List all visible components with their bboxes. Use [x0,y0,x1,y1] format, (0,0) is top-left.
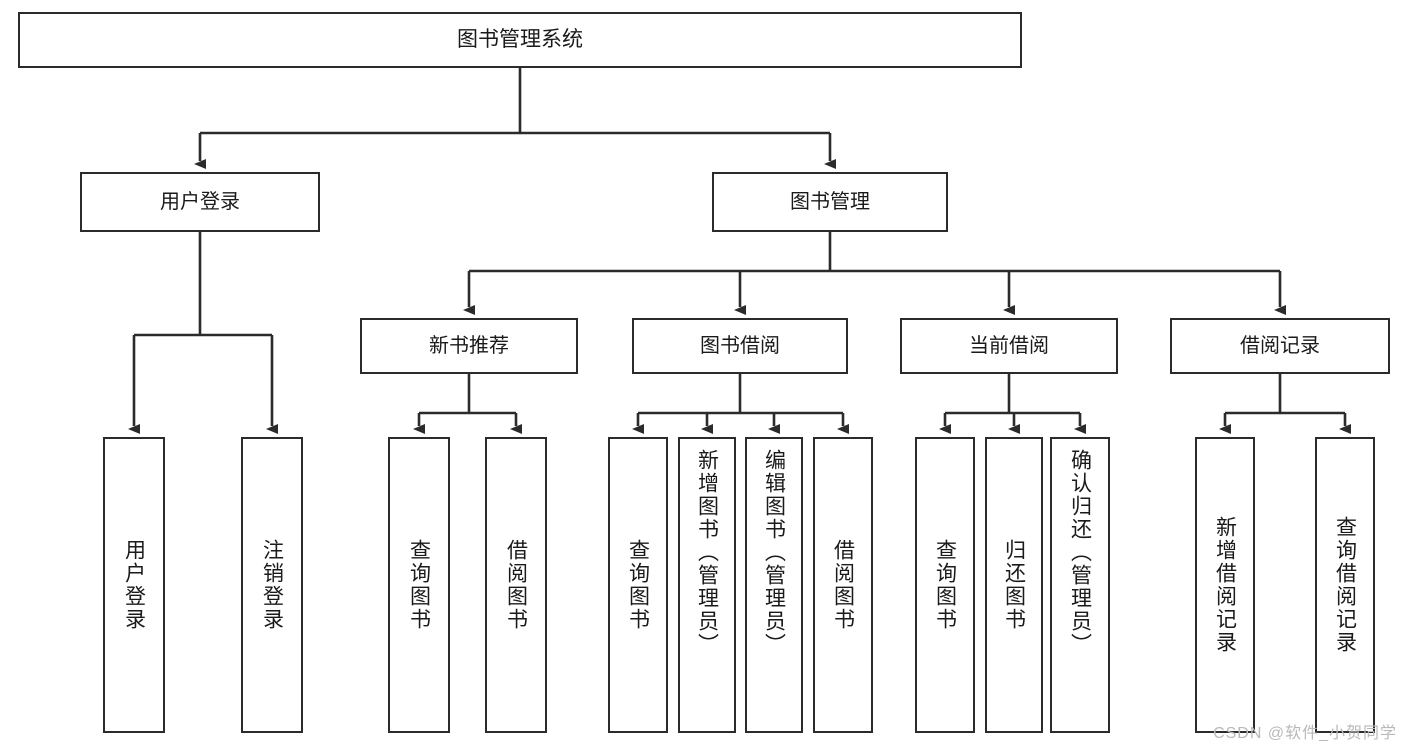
node-leaf-11[interactable]: 新增借阅记录 [1195,437,1255,733]
node-leaf-3[interactable]: 借阅图书 [485,437,547,733]
node-leaf-7-label: 借阅图书 [831,539,855,631]
node-leaf-5[interactable]: 新增图书（管理员） [678,437,736,733]
node-leaf-4-label: 查询图书 [626,539,650,631]
node-level2-1[interactable]: 图书管理 [712,172,948,232]
node-leaf-12[interactable]: 查询借阅记录 [1315,437,1375,733]
node-level3-1-label: 图书借阅 [700,334,780,357]
node-leaf-6[interactable]: 编辑图书（管理员） [745,437,803,733]
node-leaf-7[interactable]: 借阅图书 [813,437,873,733]
node-leaf-8[interactable]: 查询图书 [915,437,975,733]
node-leaf-2-label: 查询图书 [407,539,431,631]
node-level3-3-label: 借阅记录 [1240,334,1320,357]
node-leaf-9-label: 归还图书 [1002,539,1026,631]
node-level3-0[interactable]: 新书推荐 [360,318,578,374]
node-level2-1-label: 图书管理 [790,190,870,213]
node-level3-0-label: 新书推荐 [429,334,509,357]
node-leaf-0[interactable]: 用户登录 [103,437,165,733]
node-level3-1[interactable]: 图书借阅 [632,318,848,374]
node-leaf-9[interactable]: 归还图书 [985,437,1043,733]
node-root-system[interactable]: 图书管理系统 [18,12,1022,68]
node-level2-0[interactable]: 用户登录 [80,172,320,232]
node-leaf-12-label: 查询借阅记录 [1333,516,1357,654]
node-leaf-0-label: 用户登录 [122,539,146,631]
node-leaf-3-label: 借阅图书 [504,539,528,631]
node-leaf-6-label: 编辑图书（管理员） [762,449,786,656]
node-leaf-8-label: 查询图书 [933,539,957,631]
node-leaf-11-label: 新增借阅记录 [1213,516,1237,654]
node-root-system-label: 图书管理系统 [457,28,583,52]
node-leaf-10[interactable]: 确认归还（管理员） [1050,437,1110,733]
node-leaf-1-label: 注销登录 [260,539,284,631]
node-level3-3[interactable]: 借阅记录 [1170,318,1390,374]
node-leaf-1[interactable]: 注销登录 [241,437,303,733]
node-leaf-5-label: 新增图书（管理员） [695,449,719,656]
node-level2-0-label: 用户登录 [160,190,240,213]
watermark: CSDN @软件_小贺同学 [1213,725,1397,742]
node-leaf-2[interactable]: 查询图书 [388,437,450,733]
node-leaf-10-label: 确认归还（管理员） [1068,449,1092,656]
node-level3-2-label: 当前借阅 [969,334,1049,357]
node-leaf-4[interactable]: 查询图书 [608,437,668,733]
node-level3-2[interactable]: 当前借阅 [900,318,1118,374]
